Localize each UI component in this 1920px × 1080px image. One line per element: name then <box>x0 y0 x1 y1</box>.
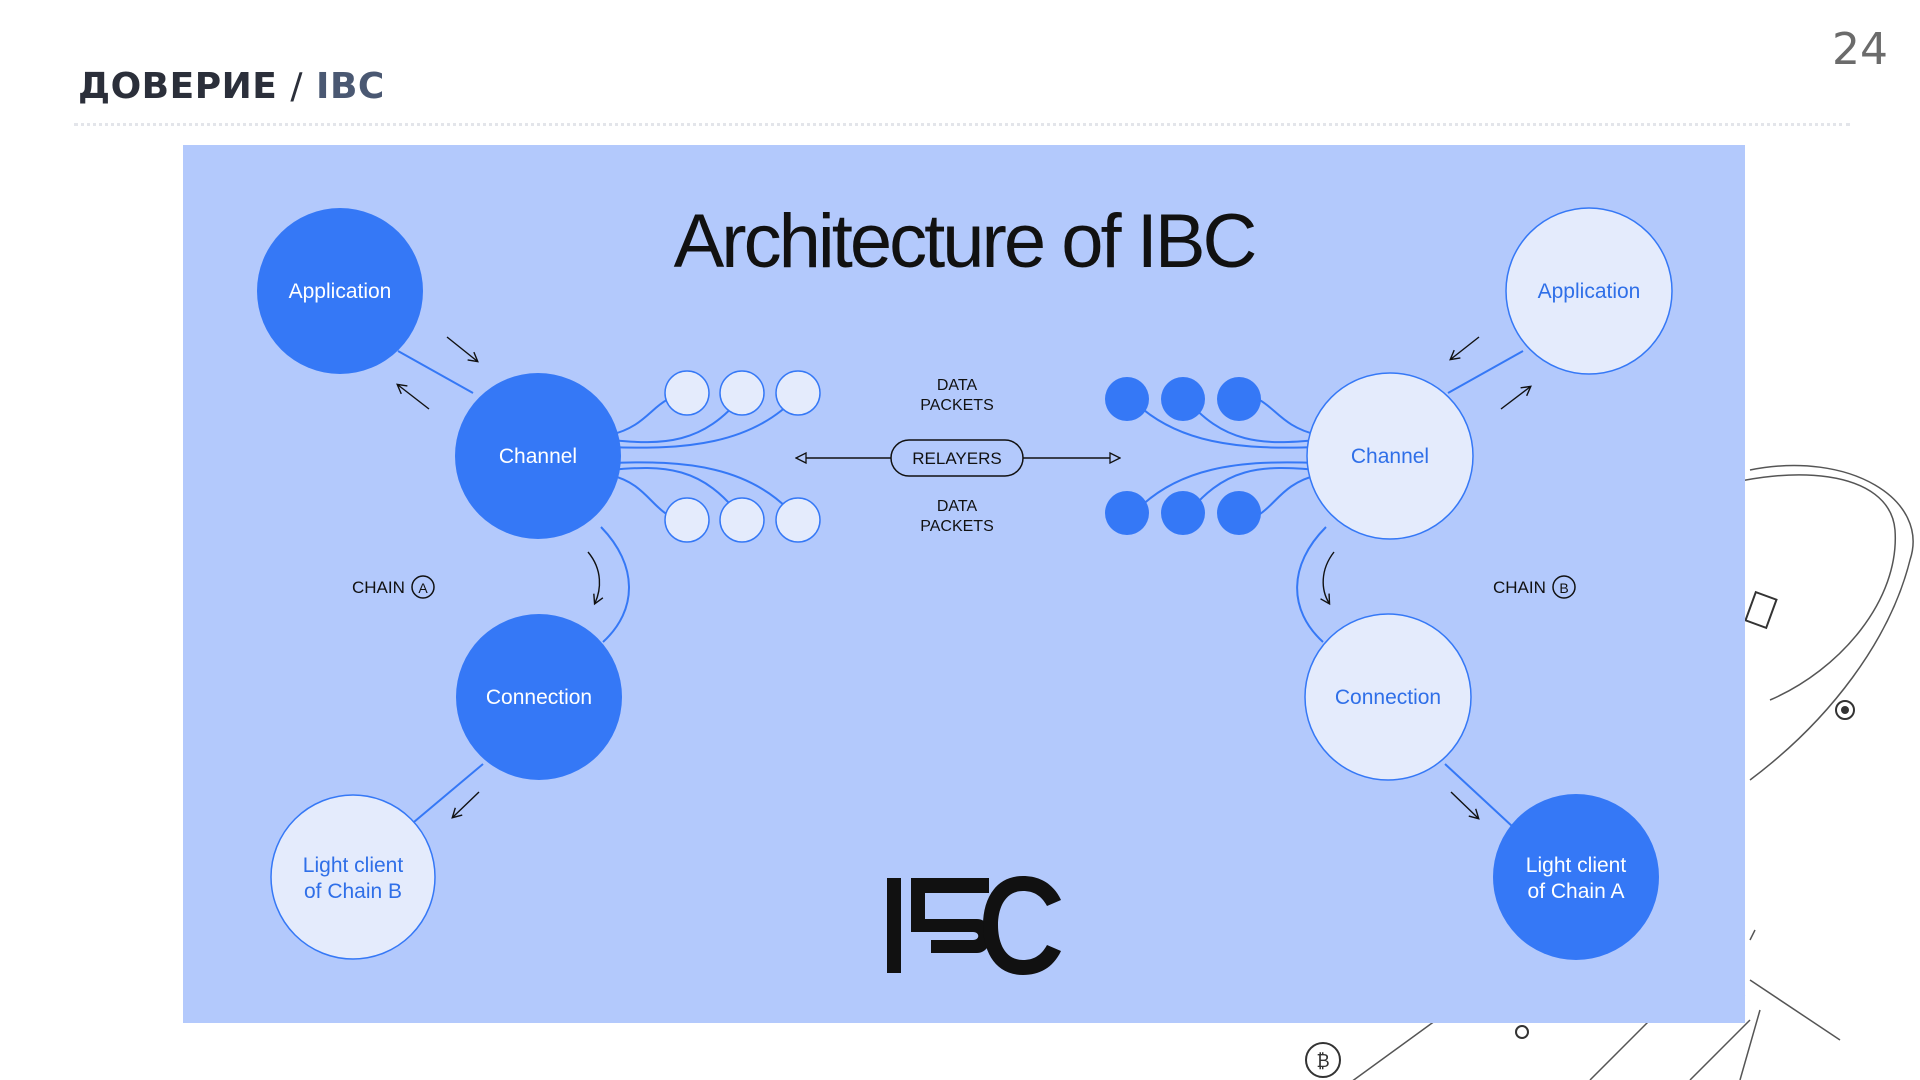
diagram-title: Architecture of IBC <box>674 199 1255 284</box>
flow-arrow-diag-icon <box>451 791 480 819</box>
channel-connection-link-a <box>600 526 630 643</box>
section-title: ДОВЕРИЕ <box>78 66 278 107</box>
chain-b-connection-label: Connection <box>1335 686 1441 709</box>
chain-b-light-client-node: Light client of Chain A <box>1493 794 1659 960</box>
flow-arrow-up-icon <box>1500 385 1532 410</box>
chain-b-channel-label: Channel <box>1351 445 1429 468</box>
flow-arrow-diag-icon <box>1450 791 1480 820</box>
svg-text:PACKETS: PACKETS <box>920 518 994 535</box>
chain-a-application-label: Application <box>289 280 392 303</box>
chain-a-badge <box>411 575 435 599</box>
chain-a-light-client-line1: Light client <box>303 854 404 877</box>
ibc-architecture-diagram: Architecture of IBC <box>183 145 1745 1023</box>
header-separator: / <box>290 66 303 107</box>
chain-a-connection-node: Connection <box>456 614 622 780</box>
header-divider <box>74 123 1850 126</box>
chain-b-light-client-line1: Light client <box>1526 854 1627 877</box>
chain-a-connection-label: Connection <box>486 686 592 709</box>
svg-text:RELAYERS: RELAYERS <box>912 449 1001 468</box>
diagram-canvas: Architecture of IBC <box>257 199 1673 975</box>
chain-b-light-client-line2: of Chain A <box>1528 880 1625 903</box>
channel-connection-link-b <box>1296 526 1327 643</box>
chain-b-badge <box>1552 575 1576 599</box>
flow-arrow-curved-icon <box>1320 551 1335 606</box>
data-packets-top-label: DATA PACKETS <box>920 377 994 414</box>
chain-b-data-packets <box>1105 377 1261 535</box>
svg-text:DATA: DATA <box>937 498 978 515</box>
chain-b-application-label: Application <box>1538 280 1641 303</box>
connection-lightclient-link-b <box>1444 763 1514 828</box>
chain-b-application-node: Application <box>1505 207 1673 375</box>
connection-lightclient-link-a <box>407 763 484 828</box>
slide-header: ДОВЕРИЕ / IBC <box>78 66 385 107</box>
topic-title: IBC <box>316 66 385 107</box>
chain-a-channel-label: Channel <box>499 445 577 468</box>
svg-text:A: A <box>418 580 428 596</box>
data-packets-bottom-label: DATA PACKETS <box>920 498 994 535</box>
chain-a-data-packets <box>664 370 821 543</box>
svg-text:₿: ₿ <box>1316 1051 1329 1072</box>
chain-a-application-node: Application <box>257 208 423 374</box>
chain-a-light-client-node: Light client of Chain B <box>270 794 436 960</box>
svg-text:CHAIN: CHAIN <box>1493 578 1546 597</box>
ibc-logo <box>887 876 1061 975</box>
page-number: 24 <box>1832 24 1888 75</box>
chain-b-label: CHAIN B <box>1493 575 1576 599</box>
app-channel-link-a <box>397 350 474 394</box>
chain-a-channel-node: Channel <box>455 373 621 539</box>
chain-a-light-client-line2: of Chain B <box>304 880 402 903</box>
flow-arrow-up-icon <box>396 383 430 410</box>
chain-b-channel-node: Channel <box>1306 372 1474 540</box>
node-icon: ₿ <box>1305 590 1855 1078</box>
svg-text:PACKETS: PACKETS <box>920 397 994 414</box>
chain-a-label: CHAIN A <box>352 575 435 599</box>
flow-arrow-curved-icon <box>587 551 604 606</box>
svg-text:CHAIN: CHAIN <box>352 578 405 597</box>
relayers-pill: RELAYERS <box>890 439 1024 477</box>
flow-arrow-down-icon <box>1449 336 1480 361</box>
chain-b-connection-node: Connection <box>1304 613 1472 781</box>
app-channel-link-b <box>1447 350 1524 394</box>
svg-text:B: B <box>1559 580 1568 596</box>
flow-arrow-down-icon <box>446 336 479 363</box>
svg-text:DATA: DATA <box>937 377 978 394</box>
